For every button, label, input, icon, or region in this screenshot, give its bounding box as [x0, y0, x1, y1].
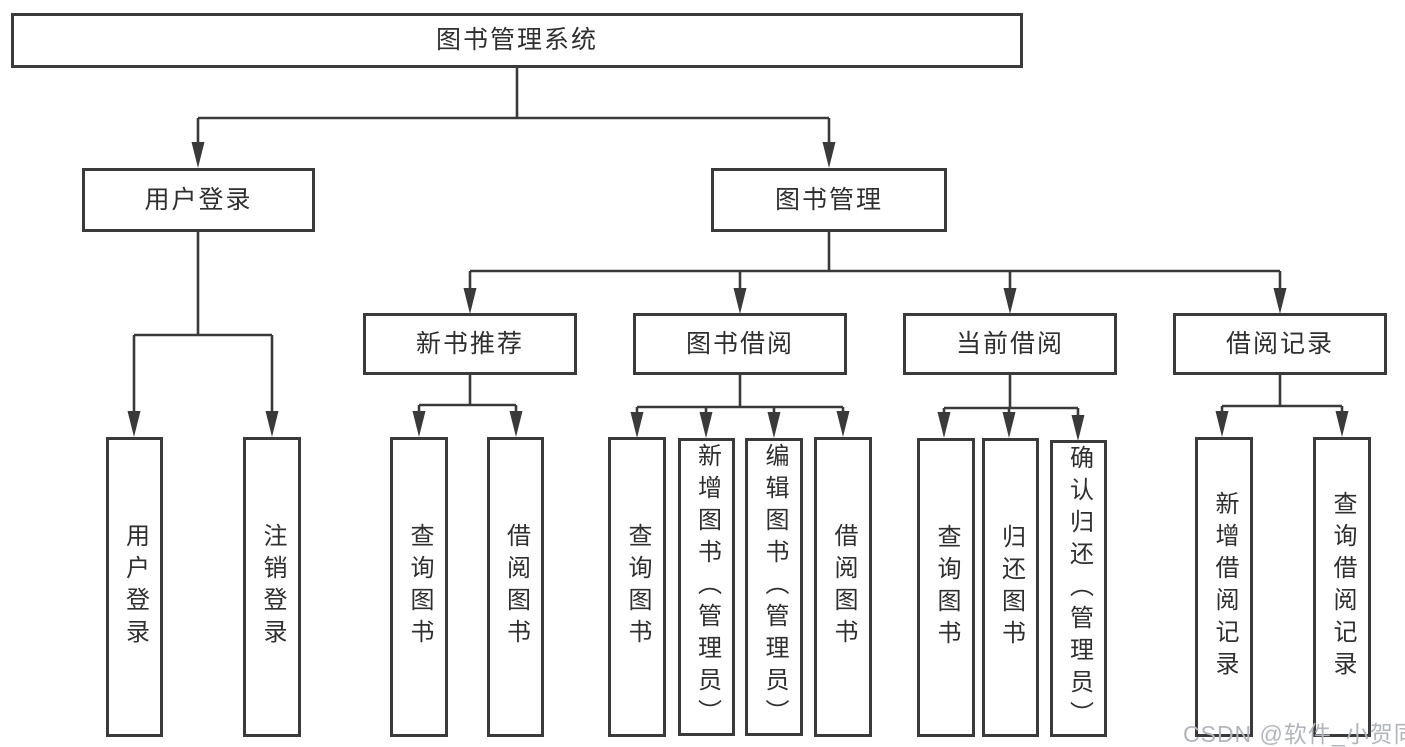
node-label: 新增图书（管理员）	[693, 443, 721, 731]
node-user-login: 用户登录	[106, 437, 163, 737]
node-edit-book-admin: 编辑图书（管理员）	[745, 438, 803, 736]
node-library-management-system: 图书管理系统	[11, 13, 1023, 68]
node-new-book-recommend: 新书推荐	[363, 313, 577, 375]
node-label: 确认归还（管理员）	[1065, 444, 1093, 733]
node-borrowing-records: 借阅记录	[1173, 313, 1387, 375]
node-user-login-module: 用户登录	[82, 168, 315, 232]
node-borrow-books-1: 借阅图书	[487, 437, 544, 737]
watermark: CSDN @软件_小贺同学	[1183, 721, 1405, 747]
node-label: 借阅图书	[830, 523, 857, 651]
node-logout: 注销登录	[243, 437, 301, 737]
node-label: 图书借阅	[685, 329, 794, 358]
node-label: 查询图书	[406, 523, 433, 651]
node-label: 借阅图书	[502, 523, 530, 651]
node-label: 新书推荐	[415, 329, 524, 358]
node-borrow-books-2: 借阅图书	[814, 437, 872, 737]
node-query-books-1: 查询图书	[390, 437, 448, 737]
node-book-management: 图书管理	[711, 168, 947, 232]
node-label: 图书管理系统	[435, 26, 598, 54]
node-label: 查询图书	[624, 523, 651, 651]
node-label: 用户登录	[144, 185, 253, 214]
node-query-books-2: 查询图书	[608, 437, 666, 737]
node-current-borrowing: 当前借阅	[903, 313, 1117, 375]
node-label: 归还图书	[997, 523, 1025, 652]
node-return-book: 归还图书	[982, 438, 1039, 737]
node-label: 当前借阅	[955, 329, 1064, 358]
node-label: 图书管理	[774, 185, 883, 214]
node-confirm-return-admin: 确认归还（管理员）	[1050, 440, 1107, 737]
node-label: 新增借阅记录	[1211, 491, 1238, 683]
node-label: 借阅记录	[1225, 329, 1334, 358]
node-label: 注销登录	[259, 523, 286, 651]
node-label: 编辑图书（管理员）	[761, 443, 788, 731]
node-query-books-3: 查询图书	[917, 438, 975, 737]
node-label: 查询借阅记录	[1329, 491, 1356, 683]
node-query-borrow-record: 查询借阅记录	[1313, 437, 1371, 737]
node-book-borrowing: 图书借阅	[633, 313, 847, 375]
node-label: 查询图书	[933, 523, 960, 652]
node-add-book-admin: 新增图书（管理员）	[678, 438, 735, 736]
node-add-borrow-record: 新增借阅记录	[1195, 437, 1253, 737]
node-label: 用户登录	[121, 523, 149, 651]
